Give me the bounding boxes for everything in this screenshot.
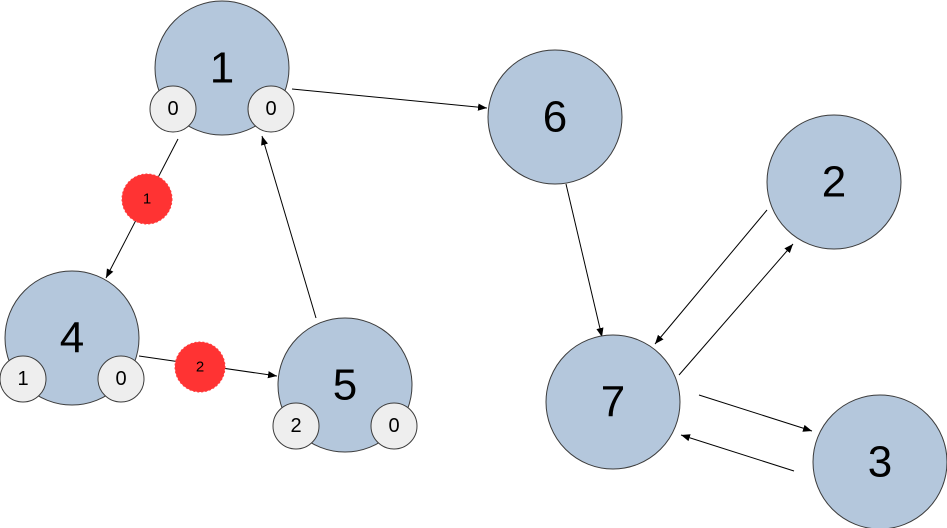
node-7[interactable]: 7 xyxy=(545,334,681,470)
node-circle xyxy=(545,334,681,470)
badge-circle xyxy=(149,85,197,133)
badge-label: 0 xyxy=(115,368,126,390)
badge-label: 1 xyxy=(17,368,28,390)
nodes: 1 6 2 4 5 7 3 xyxy=(4,0,947,528)
node-circle xyxy=(487,49,623,185)
edge-1-to-6 xyxy=(291,88,488,111)
marker-circle xyxy=(121,173,173,225)
edge-marker-1: 1 xyxy=(121,173,173,225)
edge-7-to-3 xyxy=(698,394,813,432)
node-1-badge-right: 0 xyxy=(247,85,295,133)
badge-circle xyxy=(0,355,47,403)
node-label: 6 xyxy=(543,93,567,142)
node-label: 7 xyxy=(601,378,625,427)
node-5-badge-left: 2 xyxy=(272,402,320,450)
node-label: 3 xyxy=(868,438,892,487)
badge-label: 0 xyxy=(167,98,178,120)
marker-circle xyxy=(174,341,226,393)
badge-label: 2 xyxy=(290,415,301,437)
badge-circle xyxy=(370,402,418,450)
badge-circle xyxy=(247,85,295,133)
node-2[interactable]: 2 xyxy=(766,114,902,250)
node-4-badge-right: 0 xyxy=(97,355,145,403)
node-badges: 0 0 1 0 2 0 xyxy=(0,85,418,450)
node-label: 4 xyxy=(60,314,84,363)
edge-6-to-7 xyxy=(565,183,604,338)
edge-markers: 12 xyxy=(121,173,226,393)
node-1-badge-left: 0 xyxy=(149,85,197,133)
node-4-badge-left: 1 xyxy=(0,355,47,403)
edge-2-to-7 xyxy=(654,209,768,345)
node-5-badge-right: 0 xyxy=(370,402,418,450)
node-label: 1 xyxy=(210,44,234,93)
edge-7-to-2 xyxy=(678,243,794,376)
badge-label: 0 xyxy=(388,415,399,437)
node-circle xyxy=(812,394,947,528)
edge-3-to-7 xyxy=(680,434,795,472)
badge-circle xyxy=(97,355,145,403)
marker-label: 1 xyxy=(143,191,151,208)
node-6[interactable]: 6 xyxy=(487,49,623,185)
marker-label: 2 xyxy=(196,359,204,376)
node-label: 5 xyxy=(333,361,357,410)
node-label: 2 xyxy=(822,158,846,207)
node-3[interactable]: 3 xyxy=(812,394,947,528)
node-circle xyxy=(766,114,902,250)
edge-5-to-1 xyxy=(261,135,317,319)
edges xyxy=(105,88,813,472)
edge-marker-2: 2 xyxy=(174,341,226,393)
badge-label: 0 xyxy=(265,98,276,120)
badge-circle xyxy=(272,402,320,450)
